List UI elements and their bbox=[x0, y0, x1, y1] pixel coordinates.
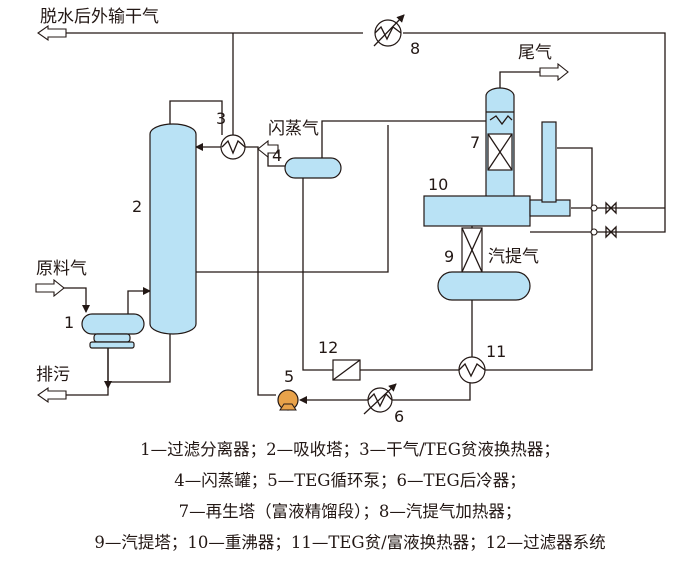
absorber-drain bbox=[108, 334, 171, 383]
tag-10: 10 bbox=[428, 175, 448, 194]
exchanger-11 bbox=[458, 356, 486, 384]
reboiler-stack bbox=[541, 121, 557, 203]
tag-1: 1 bbox=[64, 313, 74, 332]
teg-dehydration-flow-diagram: 脱水后外输干气 尾气 闪蒸气 原料气 汽提气 排污 1 2 3 4 5 6 7 … bbox=[35, 7, 666, 426]
tag-12: 12 bbox=[318, 338, 338, 357]
flash-drum bbox=[284, 157, 342, 179]
legend-line-1: 1—过滤分离器；2—吸收塔；3—干气/TEG贫液换热器； bbox=[140, 440, 560, 459]
tag-2: 2 bbox=[132, 197, 142, 216]
legend-line-2: 4—闪蒸罐；5—TEG循环泵；6—TEG后冷器； bbox=[174, 471, 526, 490]
exch11-to-cooler bbox=[392, 383, 471, 401]
tag-5: 5 bbox=[284, 367, 294, 386]
label-flash-gas: 闪蒸气 bbox=[268, 119, 319, 139]
rich-teg-line bbox=[196, 125, 389, 273]
exch11-right-loop bbox=[485, 147, 593, 371]
dry-gas-line bbox=[403, 32, 666, 208]
tail-gas-line bbox=[499, 68, 556, 88]
feed-gas-line bbox=[58, 287, 90, 313]
piping bbox=[40, 32, 666, 404]
flash-bottom-line bbox=[302, 178, 333, 371]
tag-7: 7 bbox=[470, 133, 480, 152]
valves bbox=[590, 201, 617, 239]
heater-line-lower bbox=[530, 208, 666, 233]
absorber-top-gas bbox=[169, 100, 223, 135]
tag-4: 4 bbox=[272, 146, 282, 165]
tag-8: 8 bbox=[410, 39, 420, 58]
drain-arrow bbox=[37, 386, 67, 404]
feed-gas-arrow bbox=[35, 278, 65, 298]
legend-line-4: 9—汽提塔；10—重沸器；11—TEG贫/富液换热器；12—过滤器系统 bbox=[94, 533, 606, 552]
dry-gas-out-arrow bbox=[37, 24, 67, 42]
tail-gas-arrow bbox=[539, 62, 569, 82]
stripping-column bbox=[437, 227, 531, 301]
label-drain: 排污 bbox=[36, 365, 70, 385]
teg-aftercooler bbox=[363, 383, 397, 415]
tag-6: 6 bbox=[394, 407, 404, 426]
teg-pump bbox=[277, 389, 299, 411]
flash-gas-arrow-hollow bbox=[257, 139, 279, 159]
label-dry-gas-out: 脱水后外输干气 bbox=[40, 7, 159, 27]
tag-9: 9 bbox=[444, 247, 454, 266]
exchanger-3 bbox=[220, 134, 246, 160]
filter-system bbox=[332, 359, 361, 381]
rich-teg-coil-feed bbox=[321, 120, 508, 160]
label-tail-gas: 尾气 bbox=[518, 43, 552, 63]
absorber-column bbox=[149, 123, 197, 335]
regenerator-column bbox=[485, 87, 515, 215]
exch3-to-pump bbox=[245, 146, 276, 396]
legend-line-3: 7—再生塔（富液精馏段）；8—汽提气加热器； bbox=[178, 502, 522, 521]
reboiler bbox=[423, 195, 531, 227]
label-stripping-gas: 汽提气 bbox=[488, 247, 539, 267]
filter-separator bbox=[81, 313, 145, 349]
tag-3: 3 bbox=[216, 109, 226, 128]
tag-11: 11 bbox=[486, 342, 506, 361]
stripping-gas-heater bbox=[373, 14, 405, 47]
label-feed-gas: 原料气 bbox=[36, 259, 87, 279]
separator-to-absorber bbox=[127, 287, 151, 316]
